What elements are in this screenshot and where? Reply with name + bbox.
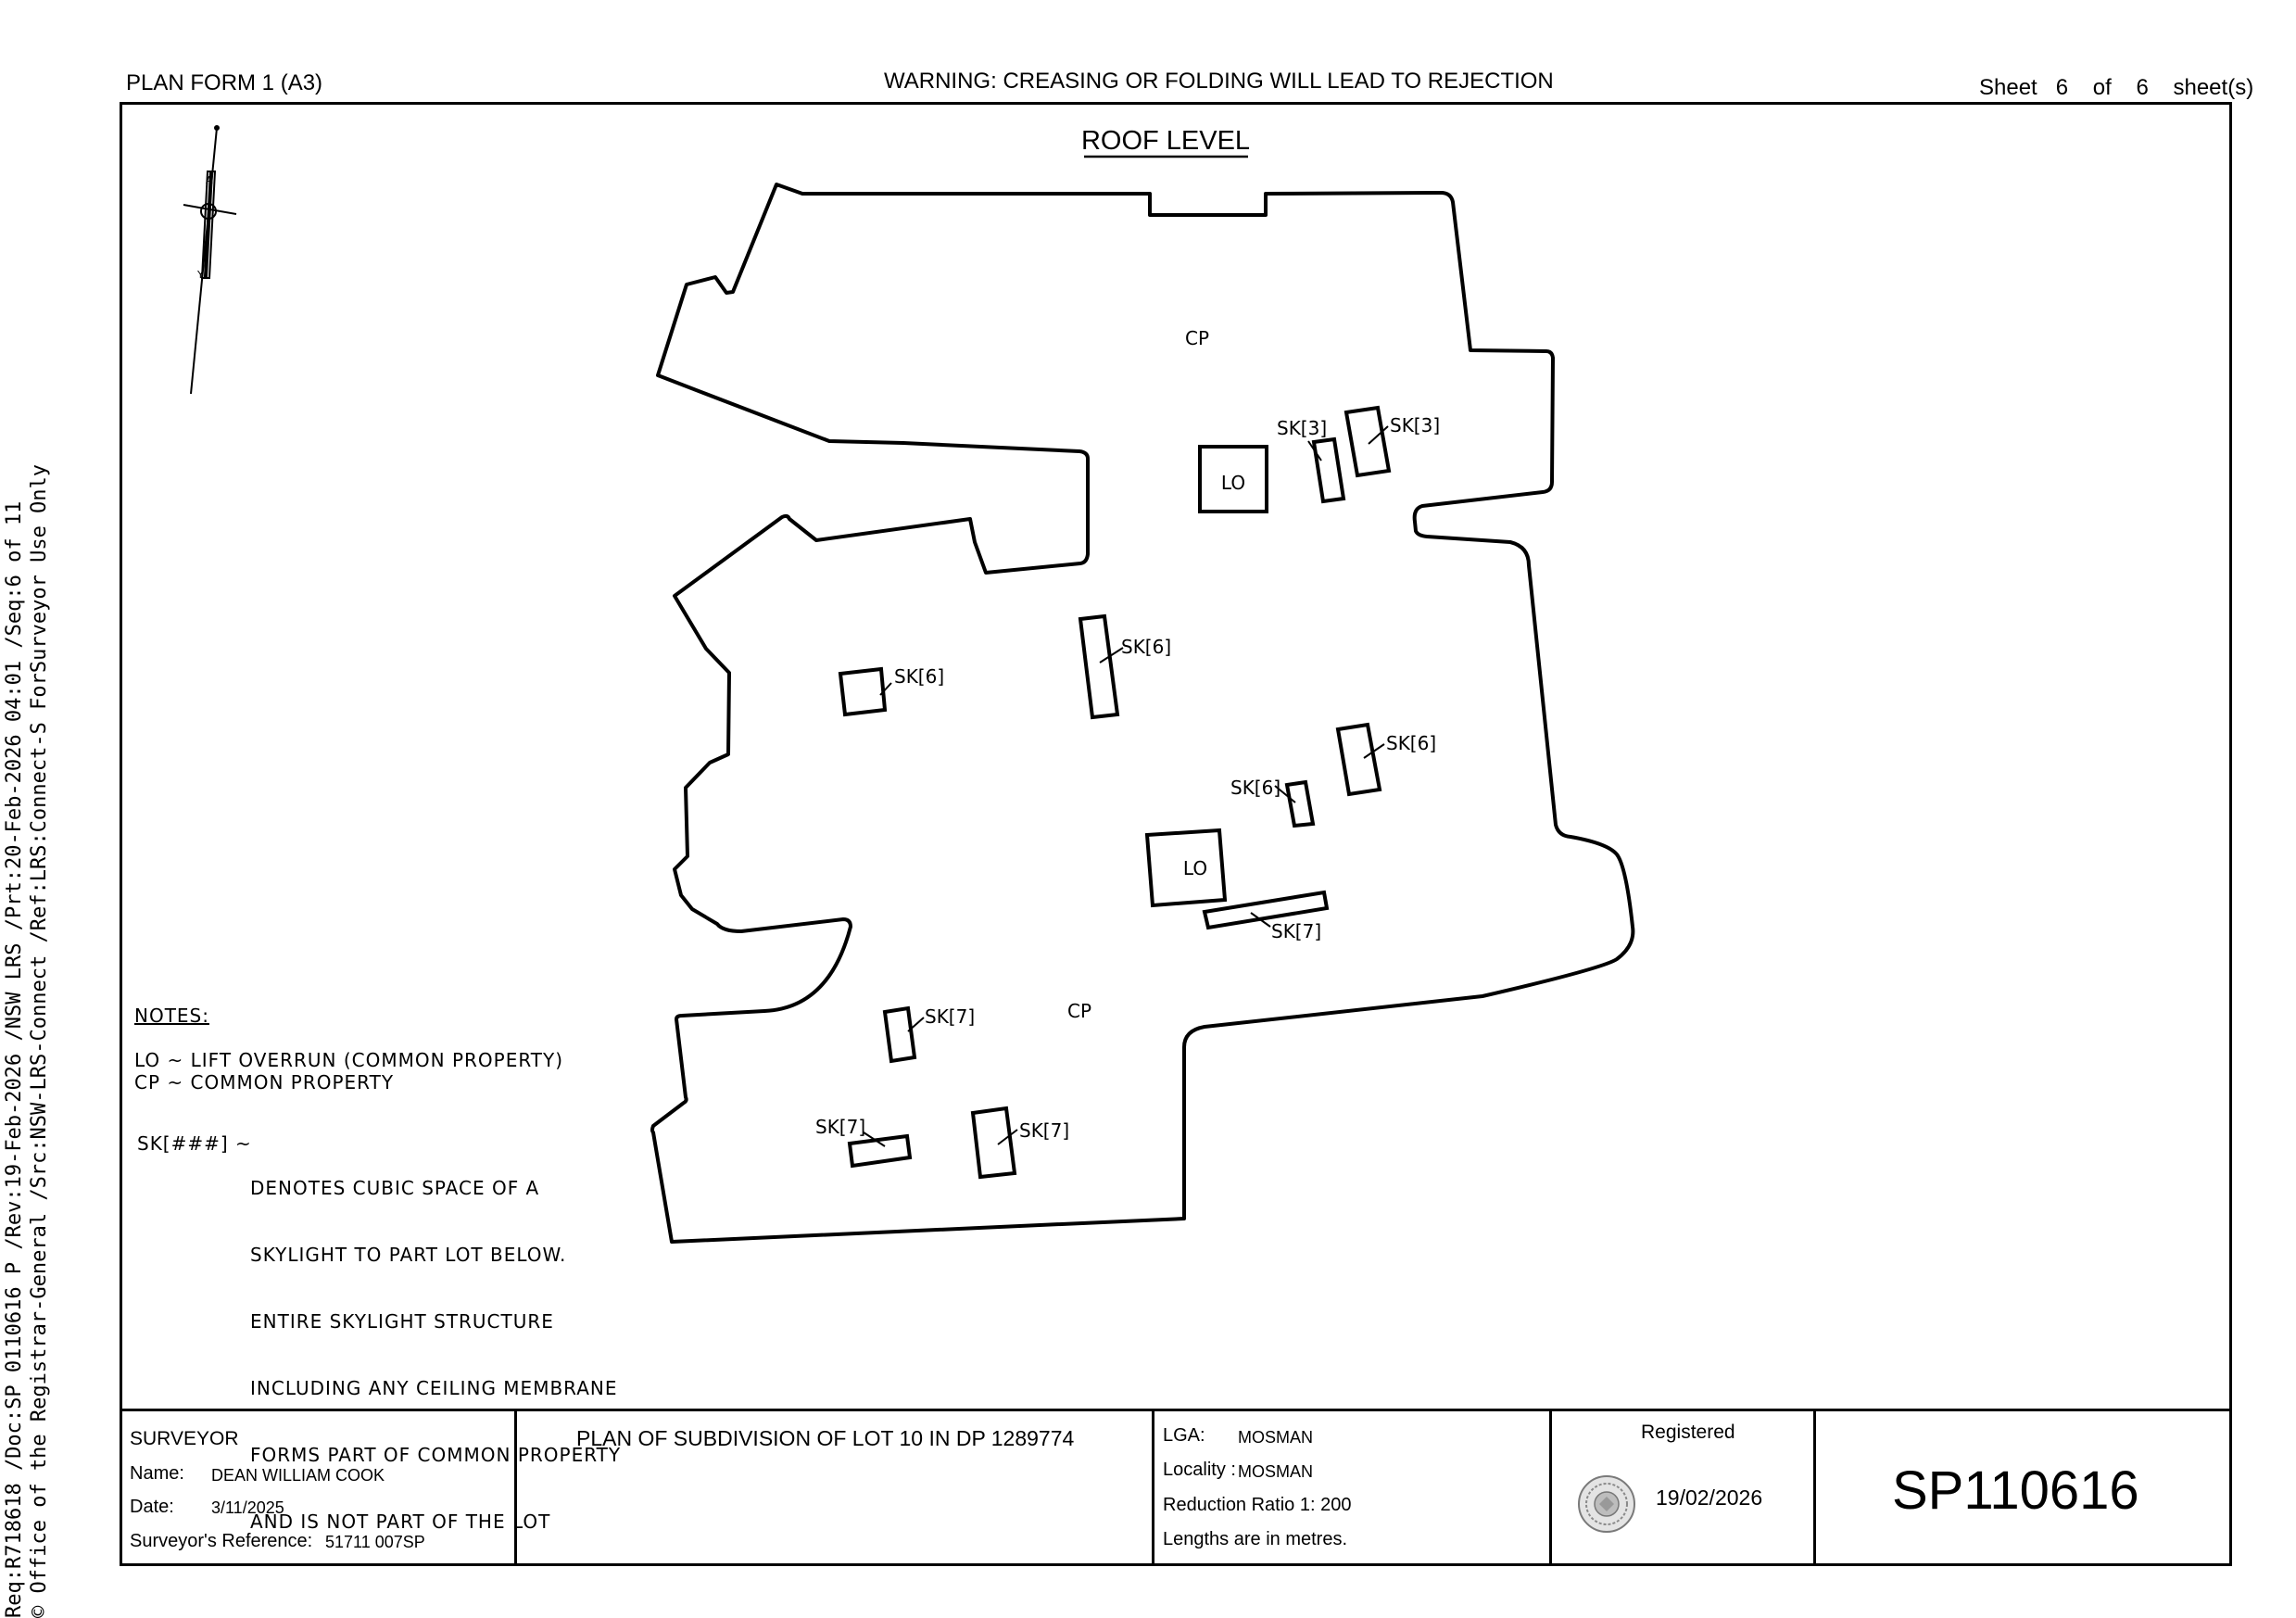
skylight-label: SK[7] bbox=[1019, 1119, 1069, 1142]
plan-number-cell: SP110616 bbox=[1816, 1411, 2232, 1566]
skylight-label: SK[6] bbox=[894, 665, 944, 688]
notes-sk-line: AND IS NOT PART OF THE LOT bbox=[250, 1511, 551, 1533]
notes-sk-line: DENOTES CUBIC SPACE OF A bbox=[250, 1177, 540, 1199]
sheet-total: 6 bbox=[2136, 75, 2149, 100]
skylights bbox=[838, 405, 1392, 1180]
skylight-label: SK[6] bbox=[1121, 636, 1171, 658]
lga-cell: LGA: MOSMAN Locality : MOSMAN Reduction … bbox=[1154, 1411, 1552, 1566]
north-arrow-icon: A Y bbox=[183, 125, 237, 395]
skylight-sk7-square bbox=[970, 1106, 1017, 1180]
lo-label: LO bbox=[1221, 472, 1245, 494]
skylight-sk6-small bbox=[1284, 779, 1316, 828]
title-block: SURVEYOR Name: DEAN WILLIAM COOK Date: 3… bbox=[120, 1409, 2232, 1566]
roof-level-title: ROOF LEVEL bbox=[1081, 126, 1250, 156]
plan-frame bbox=[120, 102, 2232, 1566]
surveyor-cell: SURVEYOR Name: DEAN WILLIAM COOK Date: 3… bbox=[120, 1411, 517, 1566]
building-outline bbox=[650, 183, 1635, 1244]
surveyor-reference: 51711 007SP bbox=[325, 1533, 425, 1551]
date-label: Date: bbox=[130, 1497, 174, 1517]
sheet-indicator: Sheet 6 of 6 sheet(s) bbox=[1979, 75, 2253, 101]
sheet-number: 6 bbox=[2055, 75, 2069, 100]
skylight-sk7-long bbox=[1202, 890, 1330, 930]
notes-lo-line: LO ~ LIFT OVERRUN (COMMON PROPERTY) bbox=[134, 1049, 564, 1071]
lo-label: LO bbox=[1183, 857, 1207, 879]
registered-date: 19/02/2026 bbox=[1656, 1485, 1763, 1510]
notes-sk-line: FORMS PART OF COMMON PROPERTY bbox=[250, 1444, 622, 1466]
registrar-seal-icon bbox=[1578, 1475, 1635, 1533]
lga-label: LGA: bbox=[1163, 1425, 1205, 1446]
lengths-note: Lengths are in metres. bbox=[1163, 1529, 1347, 1549]
skylight-label: SK[7] bbox=[1271, 920, 1321, 942]
skylight-label: SK[3] bbox=[1277, 417, 1327, 439]
notes-sk-line: INCLUDING ANY CEILING MEMBRANE bbox=[250, 1377, 618, 1399]
of-label: of bbox=[2092, 75, 2112, 100]
skylight-sk6-right bbox=[1335, 722, 1382, 797]
lift-overrun-top: LO bbox=[1198, 445, 1268, 513]
locality-value: MOSMAN bbox=[1238, 1462, 1313, 1481]
skylight-sk7-bottom bbox=[847, 1133, 913, 1169]
skylight-label: SK[6] bbox=[1386, 732, 1436, 754]
name-label: Name: bbox=[130, 1463, 184, 1484]
locality-label: Locality : bbox=[1163, 1460, 1236, 1480]
reference-label: Surveyor's Reference: bbox=[130, 1531, 313, 1551]
notes-sk-line: ENTIRE SKYLIGHT STRUCTURE bbox=[250, 1310, 554, 1333]
lift-overrun-middle: LO bbox=[1144, 828, 1228, 908]
common-property-label: CP bbox=[1067, 1000, 1091, 1022]
skylight-sk7-left bbox=[882, 1005, 917, 1064]
warning-text: WARNING: CREASING OR FOLDING WILL LEAD T… bbox=[884, 69, 1554, 94]
skylight-label: SK[7] bbox=[815, 1116, 865, 1138]
notes-sk-line: SKYLIGHT TO PART LOT BELOW. bbox=[250, 1244, 567, 1266]
sheet-label: Sheet bbox=[1979, 75, 2037, 100]
skylight-label: SK[7] bbox=[925, 1005, 975, 1028]
skylight-label: SK[3] bbox=[1390, 414, 1440, 436]
reduction-ratio: Reduction Ratio 1: 200 bbox=[1163, 1495, 1352, 1515]
common-property-label: CP bbox=[1185, 327, 1209, 349]
lga-value: MOSMAN bbox=[1238, 1428, 1313, 1447]
plan-number: SP110616 bbox=[1892, 1460, 2139, 1521]
registered-cell: Registered 19/02/2026 bbox=[1552, 1411, 1816, 1566]
notes-cp-line: CP ~ COMMON PROPERTY bbox=[134, 1071, 395, 1093]
plan-form-label: PLAN FORM 1 (A3) bbox=[126, 70, 323, 95]
notes-sk-key: SK[###] ~ bbox=[137, 1132, 252, 1155]
leader-lines bbox=[863, 425, 1389, 1147]
skylight-sk6-left bbox=[838, 666, 888, 717]
notes-heading: NOTES: bbox=[134, 1005, 209, 1027]
plan-title-cell: PLAN OF SUBDIVISION OF LOT 10 IN DP 1289… bbox=[517, 1411, 1154, 1566]
survey-date: 3/11/2025 bbox=[211, 1498, 284, 1517]
svg-text:Y: Y bbox=[196, 269, 204, 281]
svg-text:A: A bbox=[206, 174, 213, 186]
skylight-sk3-small bbox=[1311, 436, 1346, 504]
skylight-sk3-large bbox=[1344, 405, 1392, 478]
notes-sk-description: DENOTES CUBIC SPACE OF A SKYLIGHT TO PAR… bbox=[250, 1132, 621, 1555]
registered-label: Registered bbox=[1641, 1422, 1735, 1443]
skylight-sk6-tall bbox=[1078, 613, 1120, 720]
sheets-label: sheet(s) bbox=[2173, 75, 2254, 100]
surveyor-heading: SURVEYOR bbox=[130, 1428, 239, 1449]
skylight-label: SK[6] bbox=[1230, 777, 1280, 799]
plan-title: PLAN OF SUBDIVISION OF LOT 10 IN DP 1289… bbox=[576, 1426, 1075, 1450]
surveyor-name: DEAN WILLIAM COOK bbox=[211, 1466, 385, 1485]
